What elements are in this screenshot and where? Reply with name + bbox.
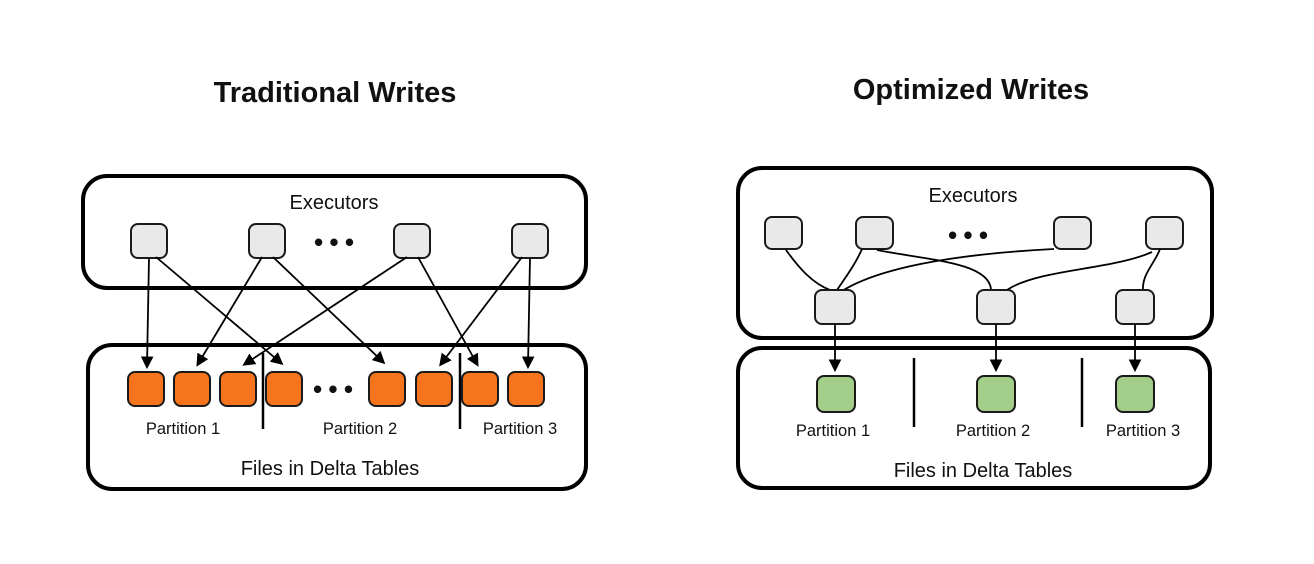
combining-executor-node <box>1115 289 1155 325</box>
write-arrow <box>417 256 479 367</box>
partition-label: Partition 2 <box>323 420 397 438</box>
partition-label: Partition 2 <box>956 422 1030 440</box>
file-node <box>1115 375 1155 413</box>
write-arrow <box>140 257 154 370</box>
file-node <box>173 371 211 407</box>
files-label: Files in Delta Tables <box>894 460 1073 482</box>
executor-node <box>248 223 286 259</box>
file-node <box>976 375 1016 413</box>
optimized-writes-panel: Optimized Writes Executors ••• <box>736 74 1214 490</box>
file-node <box>368 371 406 407</box>
panel-title: Traditional Writes <box>214 77 457 109</box>
executor-node <box>130 223 168 259</box>
merge-curve <box>836 248 863 291</box>
file-node <box>219 371 257 407</box>
merge-curve <box>841 248 1055 292</box>
merge-curve <box>1006 251 1153 291</box>
write-arrow <box>155 256 284 366</box>
write-arrow <box>242 256 408 366</box>
executor-node <box>855 216 894 250</box>
combining-executor-node <box>976 289 1016 325</box>
files-label: Files in Delta Tables <box>241 458 420 480</box>
ellipsis-icon: ••• <box>946 224 992 248</box>
file-node <box>127 371 165 407</box>
partition-label: Partition 3 <box>1106 422 1180 440</box>
merge-curve <box>1142 248 1161 291</box>
executor-node <box>393 223 431 259</box>
executors-label: Executors <box>290 192 379 214</box>
traditional-writes-panel: Traditional Writes Executors ••• ••• <box>81 77 588 491</box>
combining-executor-node <box>814 289 856 325</box>
partition-label: Partition 1 <box>146 420 220 438</box>
executor-node <box>1145 216 1184 250</box>
write-arrow <box>521 257 535 370</box>
partition-label: Partition 1 <box>796 422 870 440</box>
merge-curve <box>785 249 831 291</box>
executors-label: Executors <box>929 185 1018 207</box>
file-node <box>415 371 453 407</box>
write-arrow <box>196 256 263 367</box>
file-node <box>507 371 545 407</box>
file-node <box>461 371 499 407</box>
file-node <box>265 371 303 407</box>
file-node <box>816 375 856 413</box>
executors-box <box>81 174 588 290</box>
executors-box <box>736 166 1214 340</box>
ellipsis-icon: ••• <box>311 378 357 402</box>
merge-curve <box>876 249 992 290</box>
ellipsis-icon: ••• <box>312 231 358 255</box>
partition-label: Partition 3 <box>483 420 557 438</box>
executor-node <box>1053 216 1092 250</box>
panel-title: Optimized Writes <box>853 74 1089 106</box>
executor-node <box>511 223 549 259</box>
executor-node <box>764 216 803 250</box>
write-arrow <box>439 256 523 367</box>
